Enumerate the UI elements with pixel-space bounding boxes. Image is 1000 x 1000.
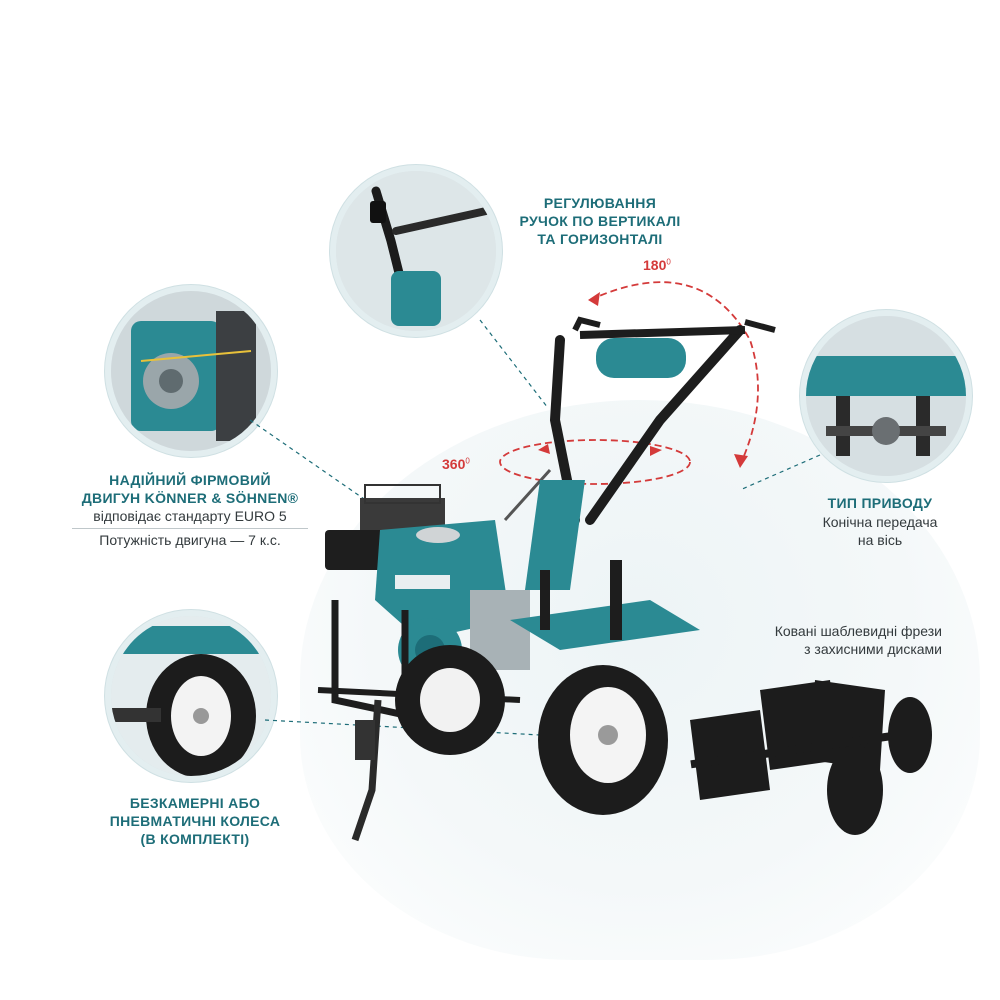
- handle-adjust-line1: РЕГУЛЮВАННЯ: [543, 195, 657, 211]
- engine-title-line1: НАДІЙНИЙ ФІРМОВИЙ: [109, 472, 271, 488]
- drive-line2: на вісь: [857, 532, 903, 548]
- drive-closeup-illustration: [806, 316, 966, 476]
- arc-180-arrow: [589, 281, 759, 466]
- protective-disk-back: [888, 697, 932, 773]
- rotation-360-arrow: [499, 439, 691, 485]
- drive-closeup-photo: [800, 310, 972, 482]
- wheels-line2: ПНЕВМАТИЧНІ КОЛЕСА: [109, 813, 281, 829]
- drive-line1: Конічна передача: [822, 514, 938, 530]
- protective-disk-front: [827, 745, 883, 835]
- engine-title-line2: ДВИГУН KÖNNER & SÖHNEN®: [81, 490, 299, 506]
- engine-title: НАДІЙНИЙ ФІРМОВИЙ ДВИГУН KÖNNER & SÖHNEN…: [50, 471, 330, 507]
- drive-title: ТИП ПРИВОДУ: [827, 495, 933, 511]
- steering-column: [525, 480, 585, 590]
- angle-360-label: 3600: [442, 456, 470, 472]
- angle-360-value: 360: [442, 456, 466, 472]
- angle-180-degree: 0: [666, 257, 671, 267]
- cutters-description: Ковані шаблевидні фрези з захисними диск…: [712, 622, 942, 658]
- leader-line-drive: [739, 454, 821, 491]
- wheels-line3: (В КОМПЛЕКТІ): [140, 831, 250, 847]
- handle-adjust-label: РЕГУЛЮВАННЯ РУЧОК ПО ВЕРТИКАЛІ ТА ГОРИЗО…: [500, 194, 700, 248]
- arc-180-head-start: [588, 292, 600, 306]
- rotation-360-head-left: [538, 444, 550, 454]
- cutters-line1: Ковані шаблевидні фрези: [774, 623, 942, 639]
- right-wheel: [538, 665, 668, 815]
- engine-standard: відповідає стандарту EURO 5: [93, 508, 287, 524]
- wheels-line1: БЕЗКАМЕРНІ АБО: [129, 795, 261, 811]
- arc-180-head-end: [734, 454, 748, 468]
- fender: [510, 600, 700, 650]
- engine-divider: [72, 528, 308, 529]
- wheel-closeup-photo: [105, 610, 277, 782]
- handle-adjust-line2: РУЧОК ПО ВЕРТИКАЛІ: [519, 213, 681, 229]
- tiller-cutters: [690, 680, 932, 835]
- cutters-line2: з захисними дисками: [804, 641, 942, 657]
- angle-180-label: 1800: [643, 257, 671, 273]
- drive-description: Конічна передача на вісь: [780, 513, 980, 549]
- guard-frame: [331, 600, 409, 720]
- handle-closeup-photo: [330, 165, 502, 337]
- leader-line-handle: [479, 319, 549, 409]
- rotation-360-head-right: [650, 446, 662, 456]
- engine-closeup-illustration: [111, 291, 271, 451]
- angle-180-value: 180: [643, 257, 667, 273]
- engine-closeup-photo: [105, 285, 277, 457]
- handle-adjust-line3: ТА ГОРИЗОНТАЛІ: [537, 231, 663, 247]
- engine-power: Потужність двигуна — 7 к.с.: [99, 532, 281, 548]
- wheels-label: БЕЗКАМЕРНІ АБО ПНЕВМАТИЧНІ КОЛЕСА (В КОМ…: [70, 794, 320, 848]
- angle-360-degree: 0: [465, 456, 470, 466]
- left-wheel: [395, 645, 505, 755]
- handle-closeup-illustration: [336, 171, 496, 331]
- leader-line-engine: [249, 419, 381, 511]
- support-stand: [351, 699, 382, 842]
- wheel-closeup-illustration: [111, 616, 271, 776]
